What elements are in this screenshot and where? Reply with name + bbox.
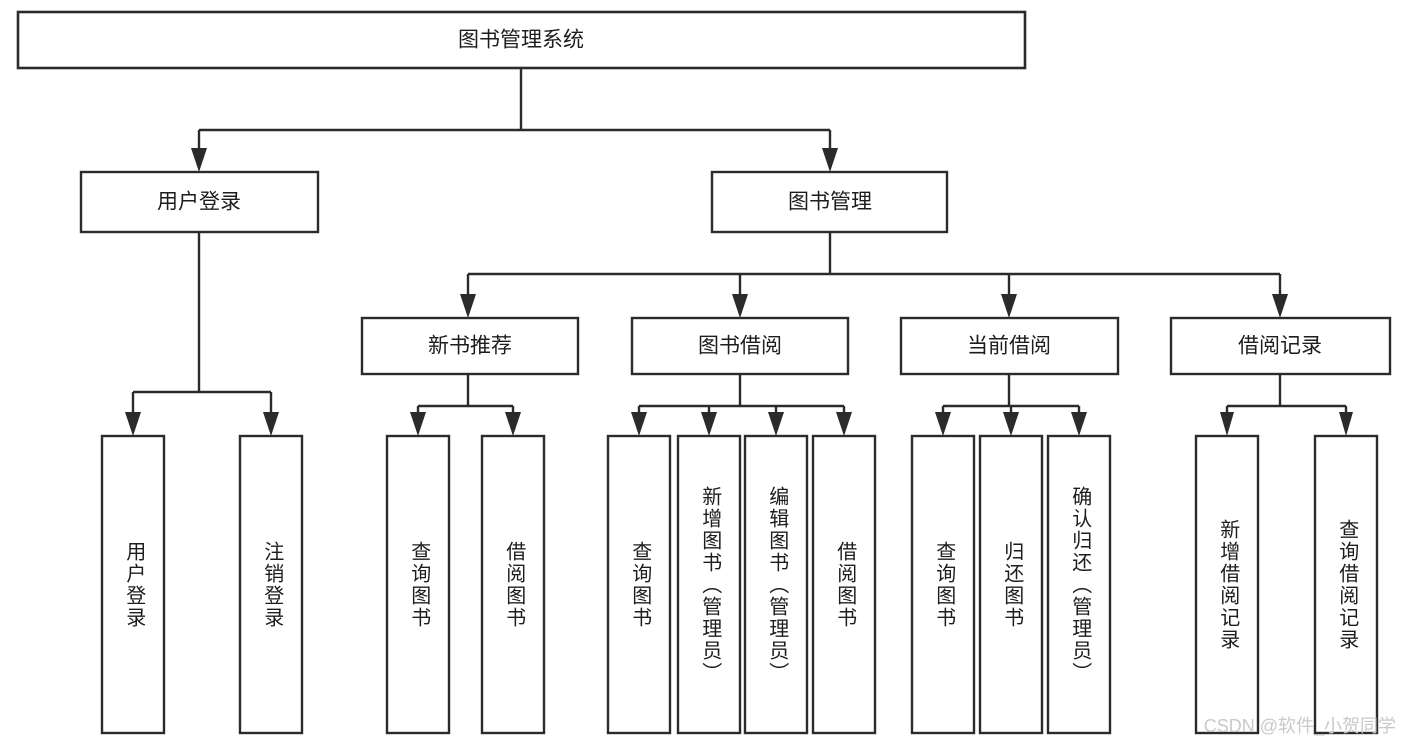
node-root-system-box[interactable] <box>16 10 1027 70</box>
leaf-node-nbr-query-book-box[interactable] <box>385 434 451 735</box>
node-user-login-label: 用户登录 <box>157 191 241 214</box>
node-book-borrow-label: 图书借阅 <box>698 335 782 358</box>
leaf-node-nbr-borrow-book[interactable]: 借阅图书 <box>480 434 546 735</box>
leaf-node-nbr-borrow-book-label: 借阅图书 <box>503 541 526 629</box>
leaf-node-br-query-record-box[interactable] <box>1313 434 1379 735</box>
arrow-head-user-login-leaf-2 <box>263 412 279 436</box>
leaf-node-bb-add-book[interactable]: 新增图书（管理员） <box>676 434 742 735</box>
arrow-head-nbr-leaf-2 <box>505 412 521 436</box>
leaf-node-br-add-record-label: 新增借阅记录 <box>1217 519 1240 651</box>
leaf-node-user-login-login-label: 用户登录 <box>123 541 146 629</box>
arrow-head-bb-leaf-4 <box>836 412 852 436</box>
connector-group-root <box>191 68 838 172</box>
arrow-head-cb-leaf-2 <box>1003 412 1019 436</box>
arrow-head-new-book-recommend <box>460 294 476 318</box>
node-new-book-recommend-box[interactable] <box>360 316 580 376</box>
arrow-head-user-login <box>191 148 207 172</box>
watermark-label: CSDN @软件_小贺同学 <box>1204 716 1396 737</box>
node-borrow-record-label: 借阅记录 <box>1238 335 1322 358</box>
leaf-node-bb-add-book-label: 新增图书（管理员） <box>699 486 722 684</box>
leaf-node-br-query-record-label: 查询借阅记录 <box>1336 519 1359 651</box>
node-book-borrow-box[interactable] <box>630 316 850 376</box>
leaf-node-cb-return-book-box[interactable] <box>978 434 1044 735</box>
leaf-node-user-login-logout[interactable]: 注销登录 <box>238 434 304 735</box>
arrow-head-bb-leaf-1 <box>631 412 647 436</box>
arrow-head-book-borrow <box>732 294 748 318</box>
arrow-head-nbr-leaf-1 <box>410 412 426 436</box>
arrow-head-borrow-record <box>1272 294 1288 318</box>
leaf-node-bb-borrow-book[interactable]: 借阅图书 <box>811 434 877 735</box>
node-current-borrow-box[interactable] <box>899 316 1120 376</box>
connector-group-borrow-record <box>1220 374 1353 436</box>
leaf-node-br-query-record[interactable]: 查询借阅记录 <box>1313 434 1379 735</box>
arrow-head-book-manage <box>822 148 838 172</box>
node-new-book-recommend[interactable]: 新书推荐 <box>360 316 580 376</box>
arrow-head-bb-leaf-2 <box>701 412 717 436</box>
leaf-node-cb-return-book[interactable]: 归还图书 <box>978 434 1044 735</box>
leaf-node-bb-edit-book-label: 编辑图书（管理员） <box>766 486 789 684</box>
leaf-node-br-add-record-box[interactable] <box>1194 434 1260 735</box>
leaf-node-user-login-logout-label: 注销登录 <box>261 541 284 629</box>
node-current-borrow[interactable]: 当前借阅 <box>899 316 1120 376</box>
leaf-node-bb-borrow-book-label: 借阅图书 <box>834 541 857 629</box>
leaf-node-bb-query-book-label: 查询图书 <box>629 541 652 629</box>
leaf-node-bb-query-book[interactable]: 查询图书 <box>606 434 672 735</box>
node-book-manage[interactable]: 图书管理 <box>710 170 949 234</box>
leaf-node-cb-query-book-label: 查询图书 <box>933 541 956 629</box>
node-book-borrow[interactable]: 图书借阅 <box>630 316 850 376</box>
leaf-node-cb-confirm-return-label: 确认归还（管理员） <box>1069 486 1092 684</box>
arrow-head-cb-leaf-1 <box>935 412 951 436</box>
node-new-book-recommend-label: 新书推荐 <box>428 335 512 358</box>
node-borrow-record-box[interactable] <box>1169 316 1392 376</box>
leaf-node-cb-return-book-label: 归还图书 <box>1001 541 1024 629</box>
leaf-node-bb-add-book-box[interactable] <box>676 434 742 735</box>
leaf-node-user-login-login[interactable]: 用户登录 <box>100 434 166 735</box>
leaf-node-bb-edit-book-box[interactable] <box>743 434 809 735</box>
leaf-node-br-add-record[interactable]: 新增借阅记录 <box>1194 434 1260 735</box>
connector-group-book-manage <box>460 232 1288 318</box>
leaf-node-bb-edit-book[interactable]: 编辑图书（管理员） <box>743 434 809 735</box>
leaf-node-cb-confirm-return-box[interactable] <box>1046 434 1112 735</box>
connector-group-book-borrow <box>631 374 852 436</box>
leaf-node-nbr-query-book[interactable]: 查询图书 <box>385 434 451 735</box>
connector-group-user-login <box>125 232 279 436</box>
node-root-system-label: 图书管理系统 <box>458 29 584 52</box>
node-borrow-record[interactable]: 借阅记录 <box>1169 316 1392 376</box>
node-book-manage-box[interactable] <box>710 170 949 234</box>
leaf-node-cb-confirm-return[interactable]: 确认归还（管理员） <box>1046 434 1112 735</box>
arrow-head-user-login-leaf-1 <box>125 412 141 436</box>
leaf-node-nbr-query-book-label: 查询图书 <box>408 541 431 629</box>
leaf-node-bb-borrow-book-box[interactable] <box>811 434 877 735</box>
connector-group-current-borrow <box>935 374 1087 436</box>
leaf-node-user-login-login-box[interactable] <box>100 434 166 735</box>
leaf-node-cb-query-book[interactable]: 查询图书 <box>910 434 976 735</box>
node-user-login[interactable]: 用户登录 <box>79 170 320 234</box>
arrow-head-bb-leaf-3 <box>768 412 784 436</box>
leaf-node-nbr-borrow-book-box[interactable] <box>480 434 546 735</box>
arrow-head-current-borrow <box>1001 294 1017 318</box>
arrow-head-cb-leaf-3 <box>1071 412 1087 436</box>
node-current-borrow-label: 当前借阅 <box>967 335 1051 358</box>
node-root-system[interactable]: 图书管理系统 <box>16 10 1027 70</box>
leaf-node-bb-query-book-box[interactable] <box>606 434 672 735</box>
leaf-node-cb-query-book-box[interactable] <box>910 434 976 735</box>
node-user-login-box[interactable] <box>79 170 320 234</box>
leaf-node-user-login-logout-box[interactable] <box>238 434 304 735</box>
arrow-head-br-leaf-1 <box>1220 412 1234 436</box>
connector-group-new-book-recommend <box>410 374 521 436</box>
node-book-manage-label: 图书管理 <box>788 191 872 214</box>
arrow-head-br-leaf-2 <box>1339 412 1353 436</box>
